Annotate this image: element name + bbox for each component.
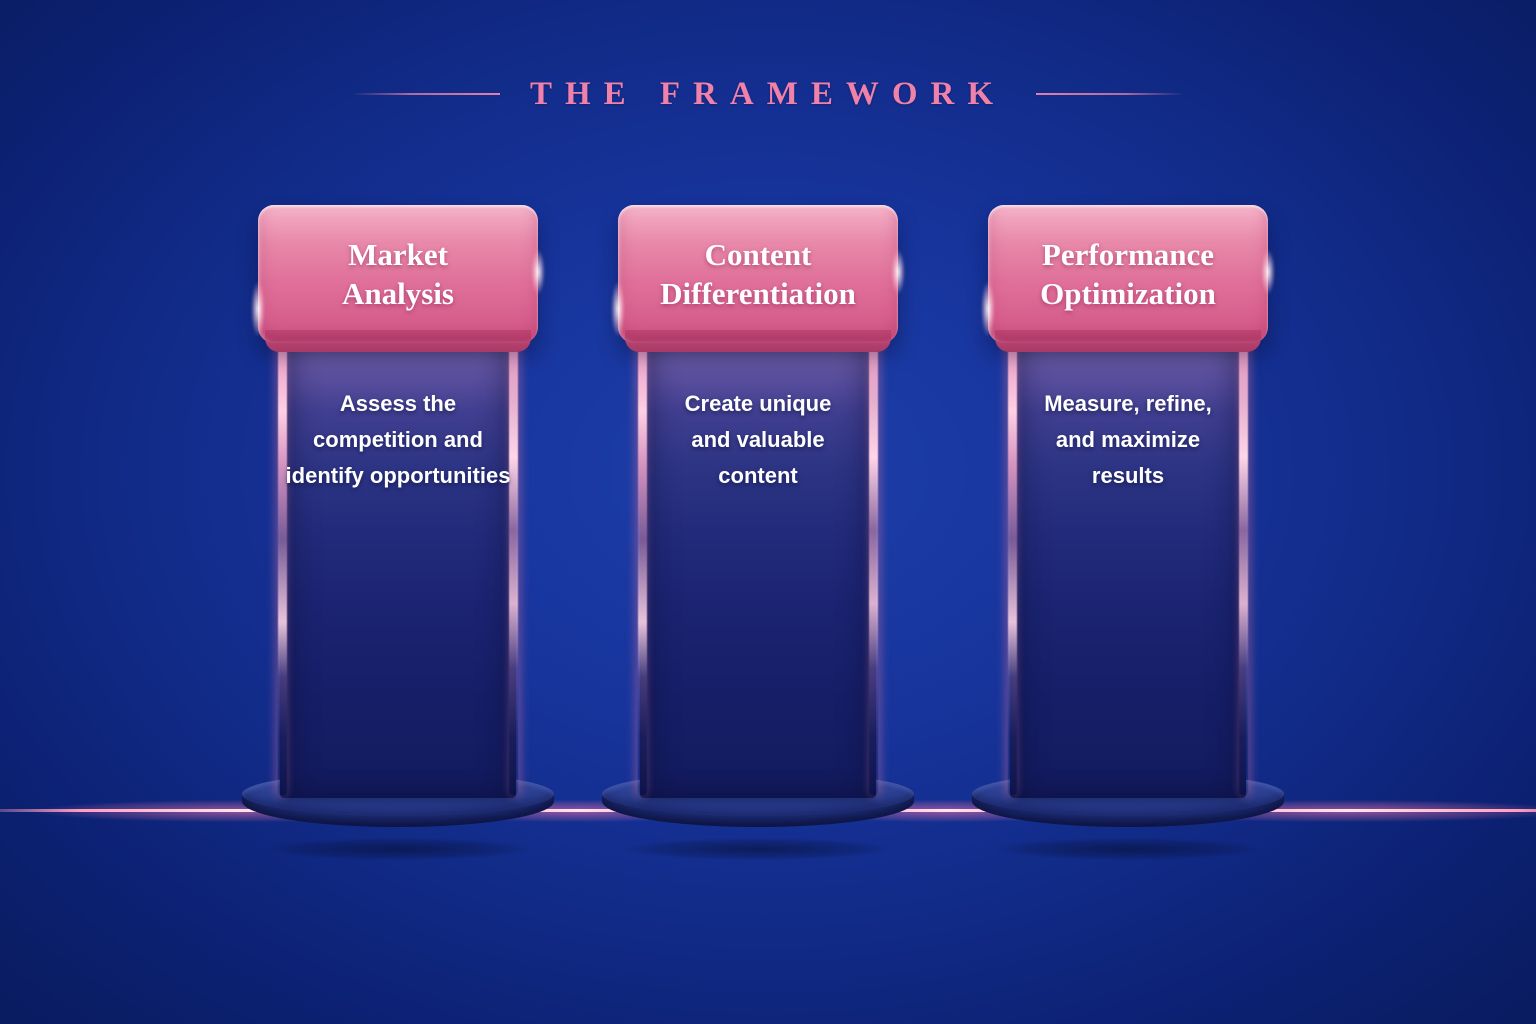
pillar-performance-optimization: Measure, refine, and maximize results Pe… [948,0,1308,1024]
pillar-heading: Market Analysis [342,237,454,311]
pillar-column: Measure, refine, and maximize results [1008,338,1248,798]
pillar-header-card: Content Differentiation [611,205,905,352]
card-edge-glare [251,281,265,337]
column-glow-edge-left [638,338,647,796]
column-glow-edge-right [869,338,878,796]
pillar-header-card: Market Analysis [251,205,545,352]
pillar-description: Measure, refine, and maximize results [1044,391,1212,488]
pillar-header-card: Performance Optimization [981,205,1275,352]
title-row: THE FRAMEWORK [0,72,1536,116]
card-edge-glare [611,281,625,337]
podium-ground-shadow [948,834,1308,864]
card-edge-glare [1261,249,1275,295]
card-edge-glare [531,249,545,295]
column-glow-edge-right [1239,338,1248,796]
card-edge-glare [891,249,905,295]
column-glow-edge-right [509,338,518,796]
page-title: THE FRAMEWORK [529,75,1007,112]
card-edge-glare [981,281,995,337]
podium-ground-shadow [578,834,938,864]
pillar-description: Assess the competition and identify oppo… [285,391,511,488]
podium-ground-shadow [218,834,578,864]
title-decorative-line-right [1036,93,1185,95]
pillar-content-differentiation: Create unique and valuable content Conte… [578,0,938,1024]
pillar-column: Create unique and valuable content [638,338,878,798]
column-glow-edge-left [1008,338,1017,796]
title-decorative-line-left [351,93,500,95]
pillar-heading: Content Differentiation [660,237,856,311]
column-glow-edge-left [278,338,287,796]
pillar-description: Create unique and valuable content [684,391,832,488]
pillar-heading: Performance Optimization [1040,237,1216,311]
pillar-column: Assess the competition and identify oppo… [278,338,518,798]
pillar-market-analysis: Assess the competition and identify oppo… [218,0,578,1024]
